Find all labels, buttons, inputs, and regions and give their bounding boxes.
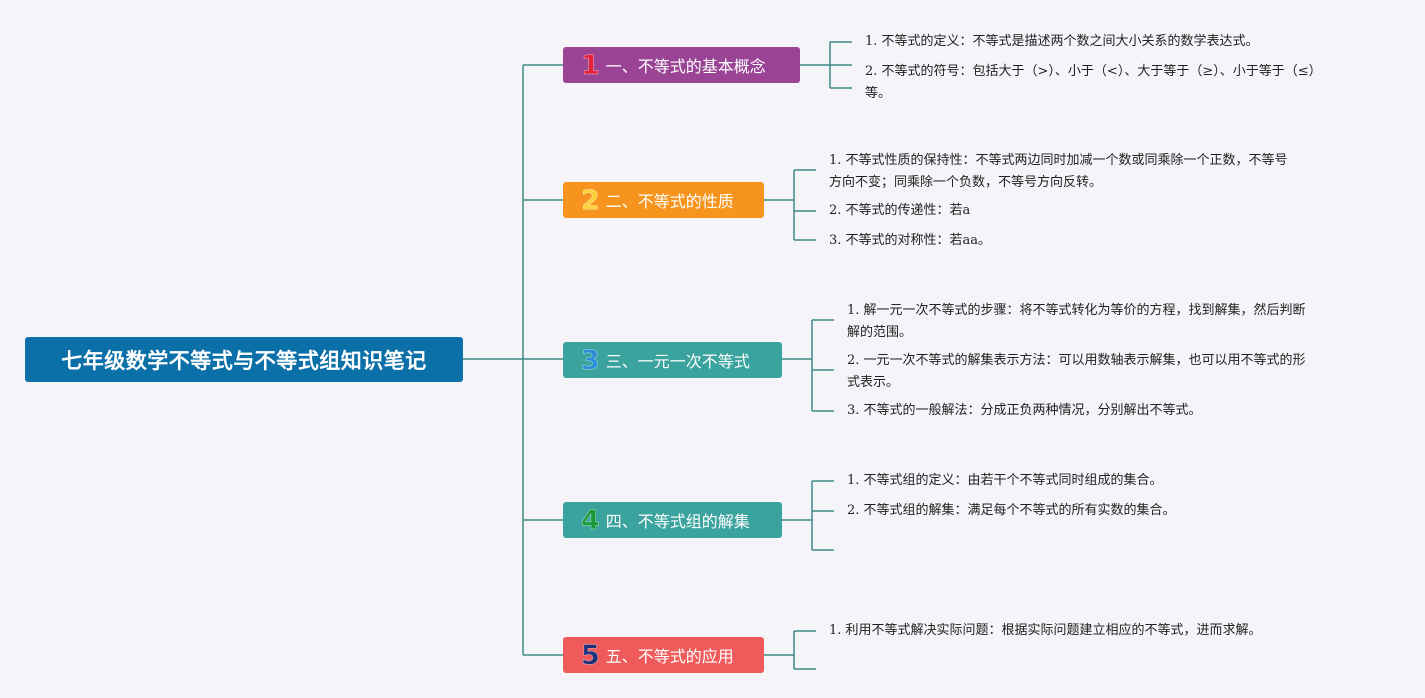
leaf-line: 2. 不等式的符号：包括大于（>）、小于（<）、大于等于（≥）、小于等于（≤） (865, 64, 1322, 79)
leaf-line: 2. 不等式组的解集：满足每个不等式的所有实数的集合。 (847, 503, 1176, 518)
branch-topic-3[interactable]: 3 三、一元一次不等式 (563, 342, 782, 378)
leaf-1-1[interactable]: 1. 不等式的定义：不等式是描述两个数之间大小关系的数学表达式。 (865, 31, 1259, 53)
leaf-line: 1. 不等式组的定义：由若干个不等式同时组成的集合。 (847, 473, 1163, 488)
leaf-5-1[interactable]: 1. 利用不等式解决实际问题：根据实际问题建立相应的不等式，进而求解。 (829, 620, 1262, 642)
branch-label-5: 五、不等式的应用 (605, 647, 734, 666)
leaf-3-1[interactable]: 1. 解一元一次不等式的步骤：将不等式转化为等价的方程，找到解集，然后判断 解的… (847, 300, 1306, 344)
branch-label-3: 三、一元一次不等式 (605, 352, 750, 371)
branch-topic-4[interactable]: 4 四、不等式组的解集 (563, 502, 782, 538)
root-topic[interactable]: 七年级数学不等式与不等式组知识笔记 (25, 337, 463, 382)
branch-label-2: 二、不等式的性质 (605, 192, 734, 211)
leaf-4-2[interactable]: 2. 不等式组的解集：满足每个不等式的所有实数的集合。 (847, 500, 1176, 522)
branch-number-3: 3 (581, 344, 600, 376)
branch-number-4: 4 (581, 504, 600, 536)
branch-number-2: 2 (581, 184, 600, 216)
leaf-line: 1. 利用不等式解决实际问题：根据实际问题建立相应的不等式，进而求解。 (829, 623, 1262, 638)
branch-label-1: 一、不等式的基本概念 (605, 57, 766, 76)
leaf-line: 1. 不等式的定义：不等式是描述两个数之间大小关系的数学表达式。 (865, 34, 1259, 49)
branch-topic-1[interactable]: 1 一、不等式的基本概念 (563, 47, 800, 83)
branch-topic-5[interactable]: 5 五、不等式的应用 (563, 637, 764, 673)
leaf-line: 2. 一元一次不等式的解集表示方法：可以用数轴表示解集，也可以用不等式的形 (847, 353, 1306, 368)
leaf-3-2[interactable]: 2. 一元一次不等式的解集表示方法：可以用数轴表示解集，也可以用不等式的形 式表… (847, 350, 1306, 394)
leaf-4-1[interactable]: 1. 不等式组的定义：由若干个不等式同时组成的集合。 (847, 470, 1163, 492)
leaf-line: 2. 不等式的传递性：若a (829, 203, 971, 218)
leaf-line: 1. 解一元一次不等式的步骤：将不等式转化为等价的方程，找到解集，然后判断 (847, 303, 1306, 318)
leaf-line: 解的范围。 (847, 325, 913, 340)
branch-number-5: 5 (581, 639, 600, 671)
leaf-2-2[interactable]: 2. 不等式的传递性：若a (829, 200, 970, 222)
leaf-1-2[interactable]: 2. 不等式的符号：包括大于（>）、小于（<）、大于等于（≥）、小于等于（≤） … (865, 61, 1322, 105)
leaf-line: 3. 不等式的一般解法：分成正负两种情况，分别解出不等式。 (847, 403, 1202, 418)
branch-label-4: 四、不等式组的解集 (605, 512, 750, 531)
leaf-line: 方向不变；同乘除一个负数，不等号方向反转。 (829, 175, 1103, 190)
leaf-line: 式表示。 (847, 375, 900, 390)
leaf-2-1[interactable]: 1. 不等式性质的保持性：不等式两边同时加减一个数或同乘除一个正数，不等号 方向… (829, 150, 1288, 194)
leaf-line: 等。 (865, 86, 892, 101)
branch-number-1: 1 (581, 49, 600, 81)
leaf-2-3[interactable]: 3. 不等式的对称性：若aa。 (829, 230, 991, 252)
leaf-line: 3. 不等式的对称性：若aa。 (829, 233, 992, 248)
branch-topic-2[interactable]: 2 二、不等式的性质 (563, 182, 764, 218)
leaf-line: 1. 不等式性质的保持性：不等式两边同时加减一个数或同乘除一个正数，不等号 (829, 153, 1288, 168)
leaf-3-3[interactable]: 3. 不等式的一般解法：分成正负两种情况，分别解出不等式。 (847, 400, 1202, 422)
